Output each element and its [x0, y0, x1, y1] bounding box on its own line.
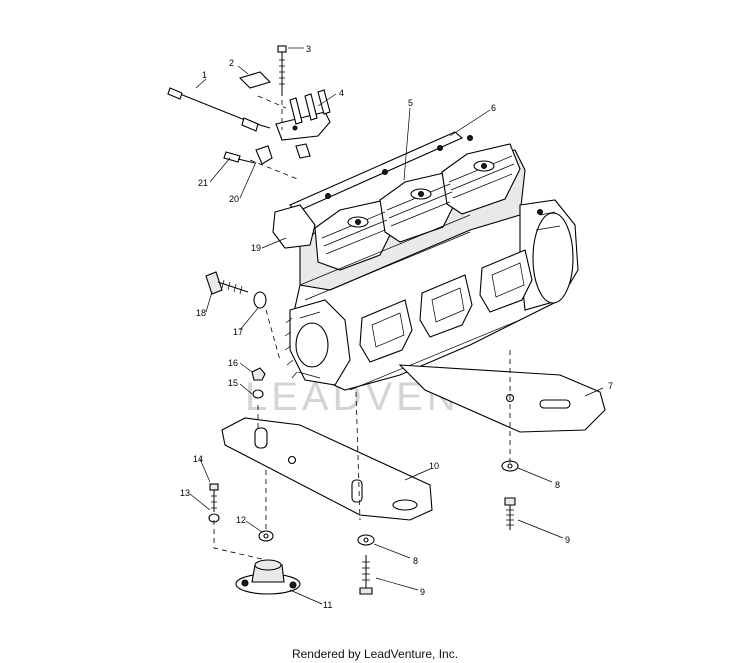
callout-3: 3: [306, 44, 311, 54]
part-1-cable: [167, 87, 271, 132]
part-14-bolt: [209, 483, 219, 512]
part-9-bolt-right: [504, 497, 516, 530]
callout-14: 14: [193, 454, 203, 464]
callout-8-center: 8: [413, 556, 418, 566]
callout-2: 2: [229, 58, 234, 68]
leader-lines: [189, 47, 604, 605]
callout-8-right: 8: [555, 480, 560, 490]
callout-5: 5: [408, 98, 413, 108]
callout-18: 18: [196, 308, 206, 318]
callout-4: 4: [339, 88, 344, 98]
callout-19: 19: [251, 243, 261, 253]
callout-6: 6: [491, 103, 496, 113]
callout-11: 11: [323, 600, 332, 610]
footer-credit: Rendered by LeadVenture, Inc.: [291, 647, 459, 661]
callout-21: 21: [198, 178, 208, 188]
engine-assembly: [272, 131, 579, 391]
part-15-washer: [252, 389, 264, 399]
part-9-bolt-center: [359, 555, 373, 595]
callout-9-center: 9: [420, 587, 425, 597]
part-11-mount: [235, 559, 301, 595]
callout-1: 1: [202, 70, 207, 80]
part-16-nut: [251, 367, 266, 381]
callout-17: 17: [233, 327, 243, 337]
part-2-decal: [238, 71, 272, 89]
part-17-washer: [253, 291, 267, 309]
part-10-plate: [221, 417, 433, 521]
callout-20: 20: [229, 194, 239, 204]
callout-15: 15: [228, 378, 238, 388]
callout-12: 12: [236, 515, 246, 525]
callout-13: 13: [180, 488, 190, 498]
part-7-plate: [398, 364, 606, 433]
callout-10: 10: [429, 461, 439, 471]
part-20-21-hardware: [223, 143, 311, 165]
part-18-bolt: [205, 271, 249, 295]
part-4-bracket: [275, 89, 331, 141]
callout-7: 7: [608, 381, 613, 391]
callout-16: 16: [228, 358, 238, 368]
callout-9-right: 9: [565, 535, 570, 545]
part-3-bolt: [277, 45, 287, 96]
